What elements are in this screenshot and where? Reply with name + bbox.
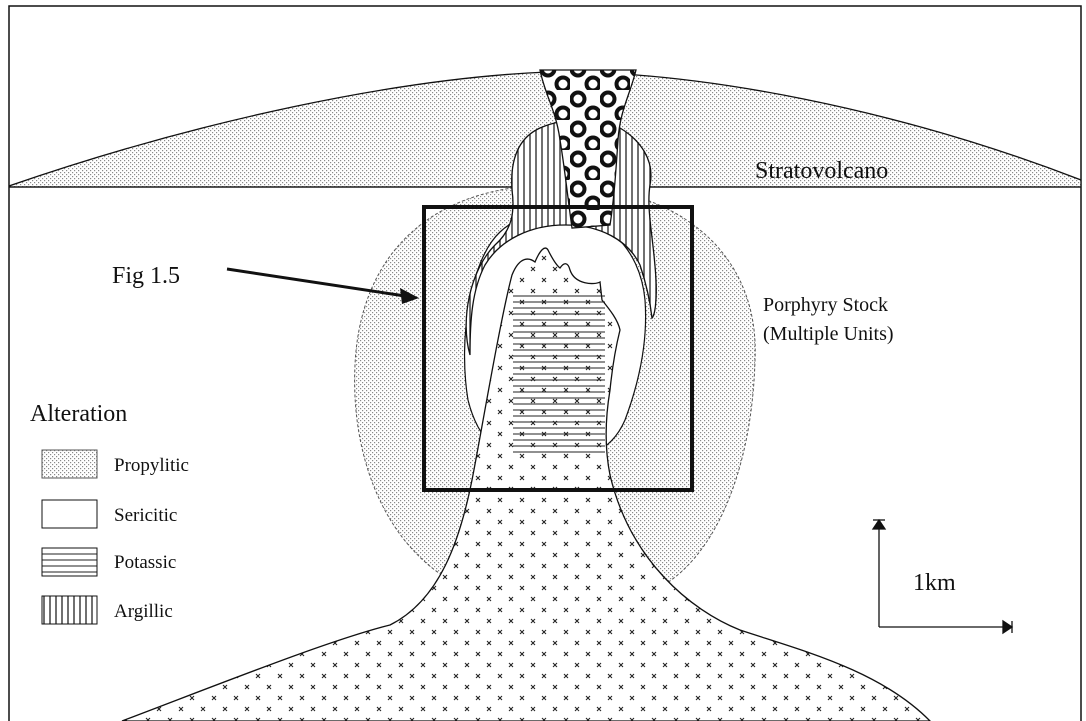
porphyry-stock-label-line1: Porphyry Stock xyxy=(763,294,888,316)
legend-label-sericitic: Sericitic xyxy=(114,505,177,526)
stratovolcano-label: Stratovolcano xyxy=(755,158,888,184)
legend-title: Alteration xyxy=(30,401,127,427)
legend-swatch-propylitic xyxy=(42,450,97,478)
legend-swatch-potassic xyxy=(42,548,97,576)
porphyry-stock-label-line2: (Multiple Units) xyxy=(763,323,894,345)
fig-ref-label: Fig 1.5 xyxy=(112,263,180,289)
legend-label-argillic: Argillic xyxy=(114,601,173,622)
legend-swatch-sericitic xyxy=(42,500,97,528)
scale-label: 1km xyxy=(913,570,956,596)
legend-label-potassic: Potassic xyxy=(114,552,176,573)
potassic-core xyxy=(513,295,605,455)
legend-label-propylitic: Propylitic xyxy=(114,455,189,476)
legend-swatch-argillic xyxy=(42,596,97,624)
